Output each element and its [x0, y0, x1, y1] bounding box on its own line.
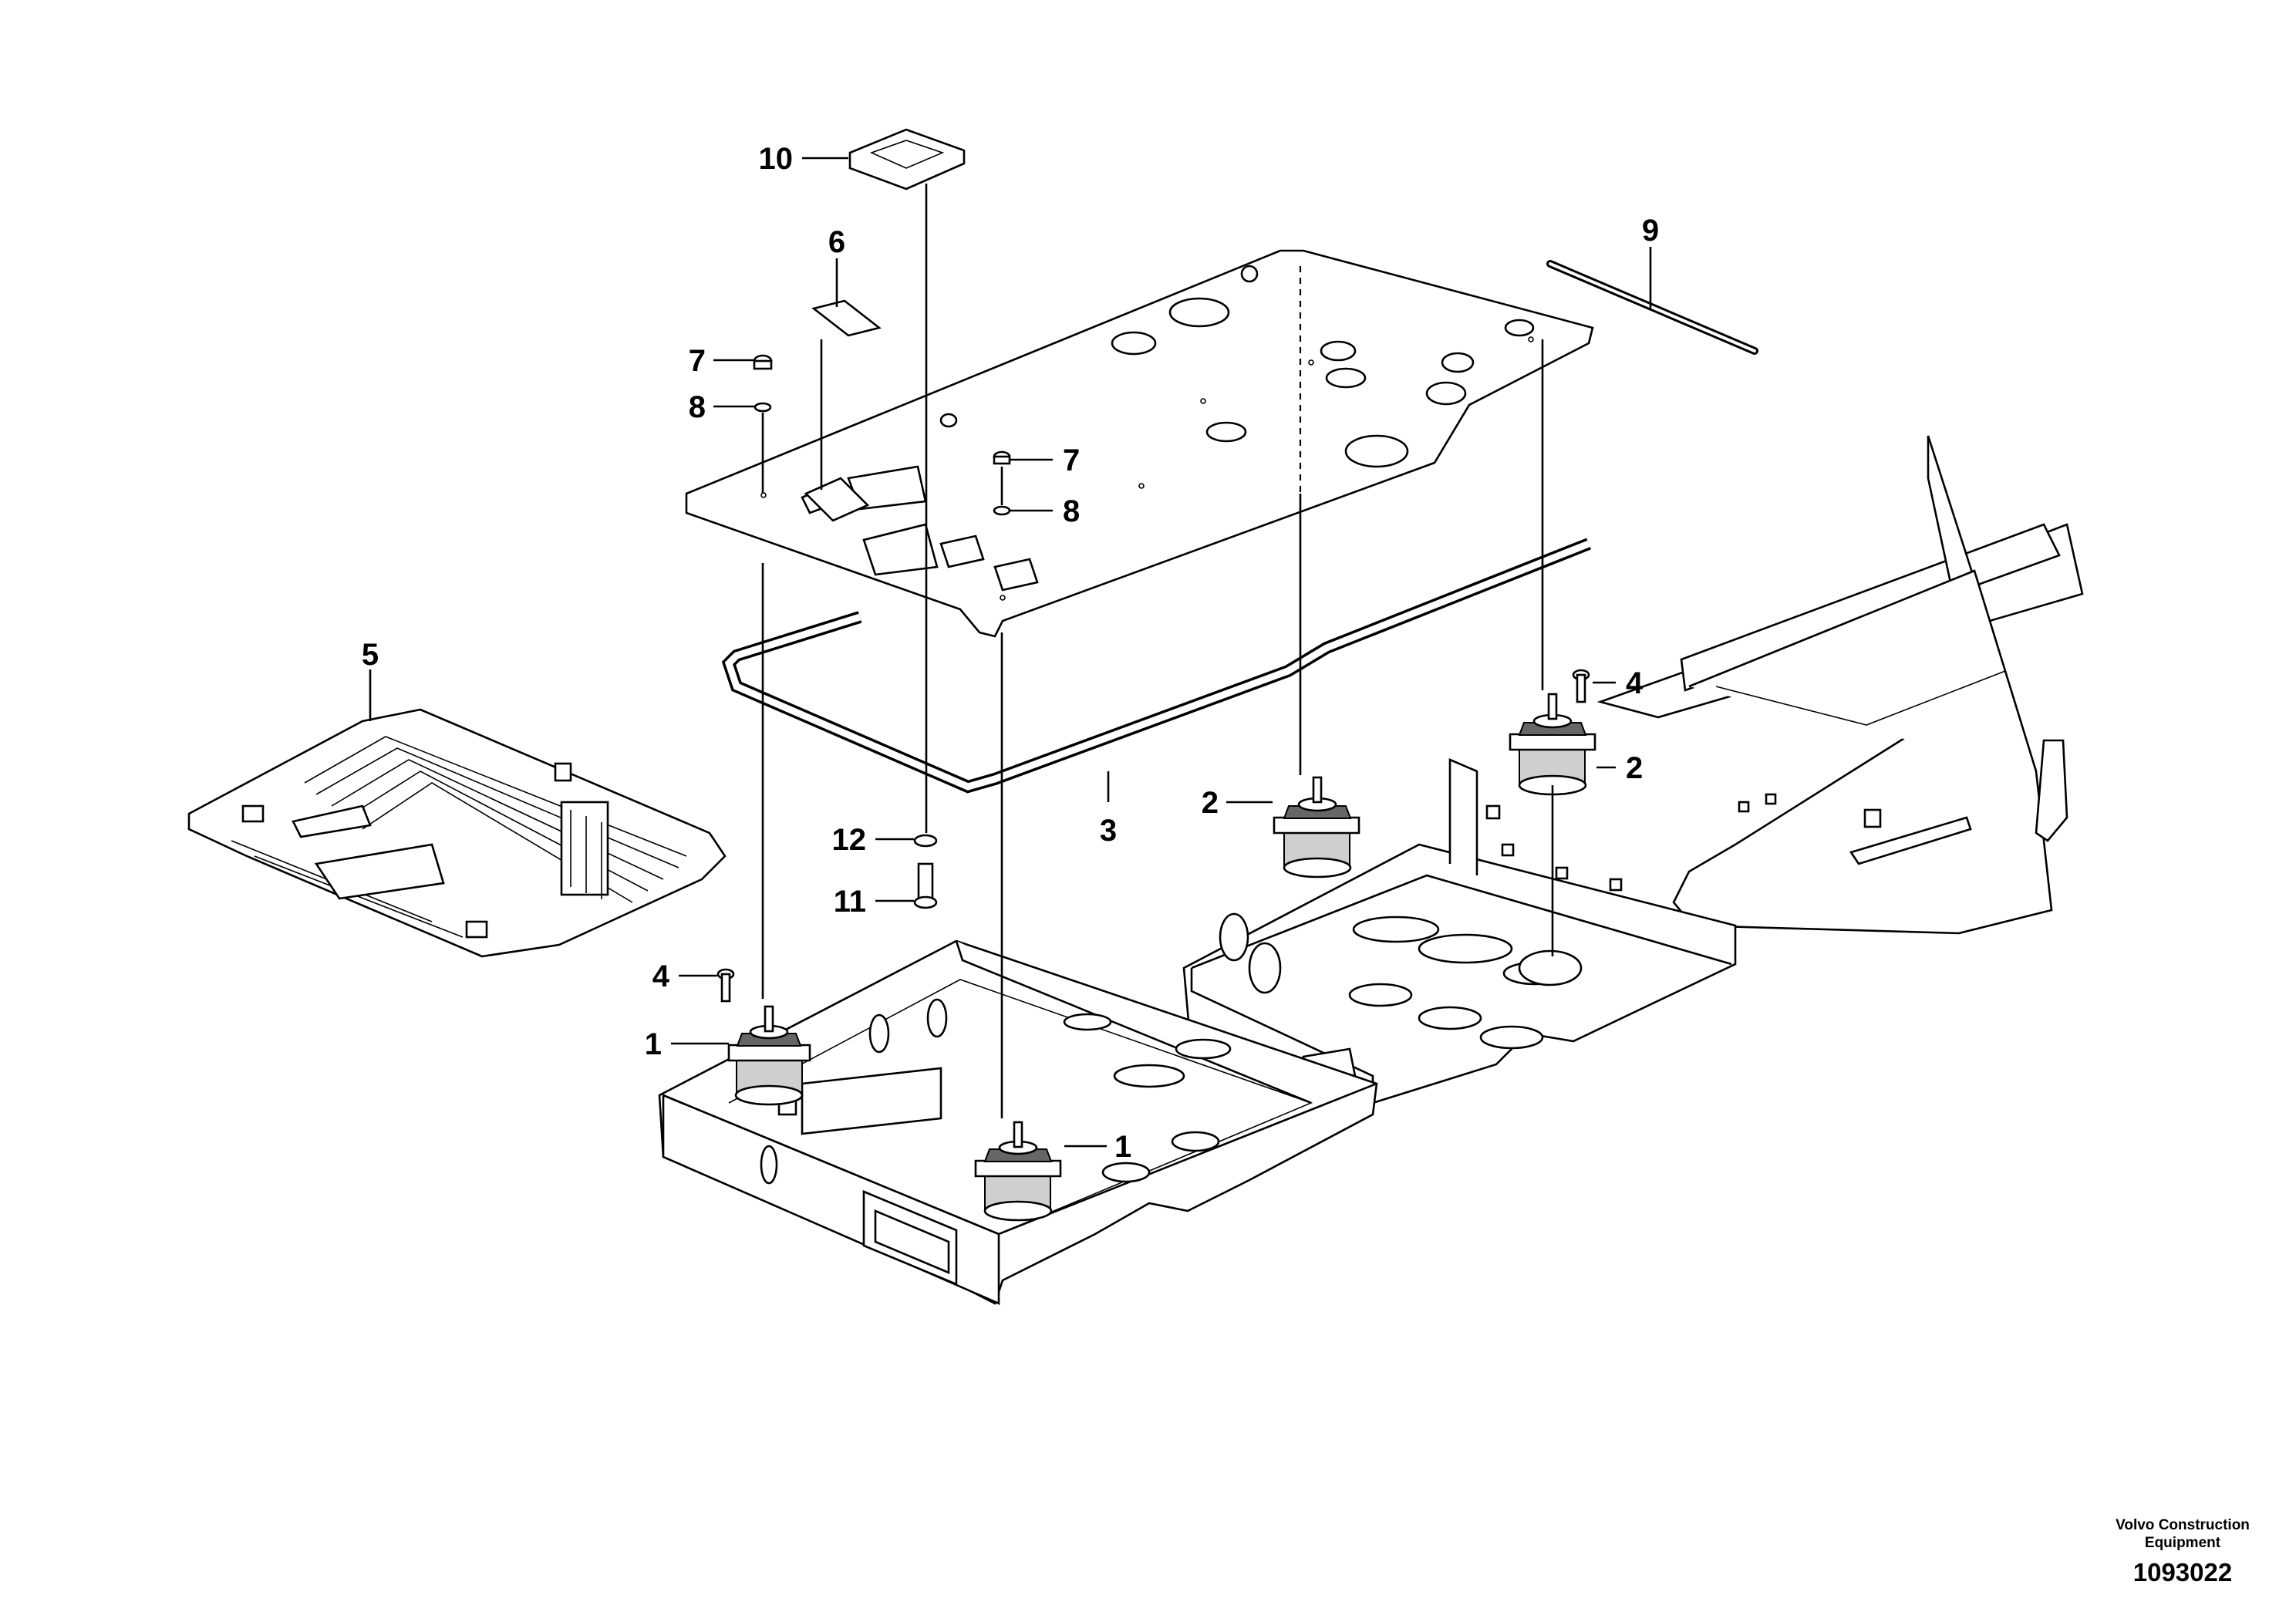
- callout-3: 3: [1100, 814, 1117, 848]
- callout-1-right: 1: [1114, 1130, 1131, 1164]
- callout-7-left: 7: [689, 344, 706, 378]
- brand-line-1: Volvo Construction: [2116, 1517, 2250, 1533]
- bolt-4-right: [1572, 669, 1590, 703]
- nut-7-left: [753, 354, 773, 370]
- cab-frame-rear: [1596, 435, 2084, 935]
- callout-1-left: 1: [645, 1027, 662, 1061]
- callout-2-right: 2: [1626, 751, 1643, 785]
- callout-6: 6: [828, 225, 845, 259]
- bolt-4-left: [716, 968, 735, 1003]
- callout-7-mid: 7: [1063, 443, 1080, 477]
- nut-7-mid: [993, 450, 1011, 465]
- damper-1-right: [974, 1121, 1062, 1222]
- document-number: 1093022: [2133, 1558, 2232, 1587]
- damper-2-right: [1509, 693, 1596, 796]
- callout-10: 10: [759, 142, 794, 176]
- assembly-lines: [761, 184, 1554, 1118]
- callout-12: 12: [832, 823, 867, 857]
- floor-plate: [685, 249, 1594, 638]
- leader-lines: [369, 157, 1652, 1148]
- floor-mat: [187, 708, 727, 958]
- damper-2-mid: [1273, 776, 1360, 878]
- callout-9: 9: [1642, 214, 1659, 248]
- callout-8-left: 8: [689, 390, 706, 424]
- brand-line-2: Equipment: [2145, 1535, 2221, 1551]
- strip-9: [1546, 260, 1758, 355]
- washer-8-mid: [993, 505, 1011, 516]
- callout-8-mid: 8: [1063, 494, 1080, 528]
- seal-strip: [721, 538, 1591, 794]
- washer-12: [913, 834, 938, 848]
- callout-11: 11: [834, 885, 866, 919]
- cover-10: [848, 128, 966, 191]
- damper-1-left: [727, 1005, 811, 1106]
- callout-5: 5: [362, 638, 379, 672]
- callout-2-mid: 2: [1202, 786, 1219, 820]
- callout-4-right: 4: [1626, 666, 1644, 700]
- callout-4-left: 4: [652, 959, 670, 993]
- washer-8-left: [754, 402, 772, 413]
- bolt-11: [913, 862, 938, 909]
